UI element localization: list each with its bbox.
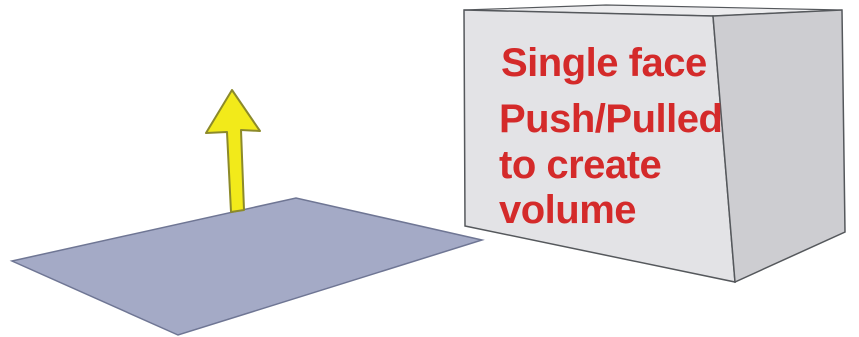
box-side-face: [712, 9, 846, 284]
flat-face-icon: [9, 197, 485, 336]
volume-label: Single face Push/Pulled to create volume: [499, 41, 723, 232]
label-line-3: to create: [499, 143, 661, 187]
extruded-box-icon: [463, 4, 846, 284]
up-arrow-icon: [205, 89, 261, 213]
label-line-4: volume: [499, 188, 636, 232]
label-line-2: Push/Pulled: [499, 97, 722, 141]
label-line-1: Single face: [501, 41, 707, 85]
